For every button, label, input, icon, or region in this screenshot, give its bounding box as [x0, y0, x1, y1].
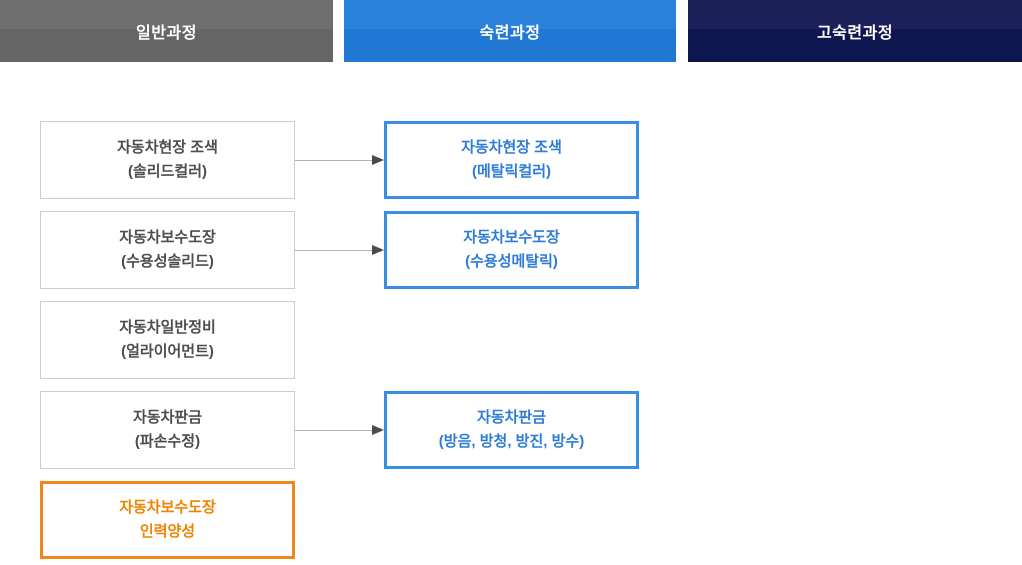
- arrow-line: [295, 249, 372, 251]
- arrow-connector-row2: [295, 245, 384, 255]
- box-subtitle: (메탈릭컬러): [472, 163, 551, 180]
- course-header-skilled-label: 숙련과정: [479, 25, 541, 42]
- arrow-head-icon: [372, 425, 384, 435]
- box-title: 자동차보수도장: [119, 499, 216, 516]
- box-subtitle: (수용성메탈릭): [465, 253, 558, 270]
- arrow-connector-row1: [295, 155, 384, 165]
- course-header-general-label: 일반과정: [136, 25, 197, 42]
- box-general-field-color-matching: 자동차현장 조색 (솔리드컬러): [40, 121, 295, 199]
- box-subtitle: (방음, 방청, 방진, 방수): [438, 433, 585, 450]
- box-general-refinish-painting: 자동차보수도장 (수용성솔리드): [40, 211, 295, 289]
- arrow-head-icon: [372, 245, 384, 255]
- course-header-advanced-label: 고숙련과정: [816, 25, 894, 42]
- box-general-sheet-metal: 자동차판금 (파손수정): [40, 391, 295, 469]
- box-title: 자동차판금: [132, 409, 202, 426]
- box-subtitle: 인력양성: [139, 523, 196, 540]
- box-title: 자동차일반정비: [119, 319, 216, 336]
- box-skilled-refinish-painting: 자동차보수도장 (수용성메탈릭): [384, 211, 639, 289]
- course-header-advanced: 고숙련과정: [688, 0, 1022, 62]
- arrow-head-icon: [372, 155, 384, 165]
- box-title: 자동차현장 조색: [461, 139, 562, 156]
- box-title: 자동차보수도장: [119, 229, 216, 246]
- box-subtitle: (솔리드컬러): [128, 163, 207, 180]
- box-title: 자동차판금: [476, 409, 546, 426]
- course-header-skilled: 숙련과정: [344, 0, 676, 62]
- arrow-connector-row4: [295, 425, 384, 435]
- course-header-general: 일반과정: [0, 0, 333, 62]
- box-general-maintenance: 자동차일반정비 (얼라이어먼트): [40, 301, 295, 379]
- box-skilled-field-color-matching: 자동차현장 조색 (메탈릭컬러): [384, 121, 639, 199]
- box-skilled-sheet-metal: 자동차판금 (방음, 방청, 방진, 방수): [384, 391, 639, 469]
- arrow-line: [295, 159, 372, 161]
- box-title: 자동차보수도장: [463, 229, 560, 246]
- box-subtitle: (수용성솔리드): [121, 253, 214, 270]
- arrow-line: [295, 429, 372, 431]
- box-subtitle: (얼라이어먼트): [121, 343, 214, 360]
- box-title: 자동차현장 조색: [117, 139, 218, 156]
- box-general-workforce-training-highlighted: 자동차보수도장 인력양성: [40, 481, 295, 559]
- box-subtitle: (파손수정): [134, 433, 201, 450]
